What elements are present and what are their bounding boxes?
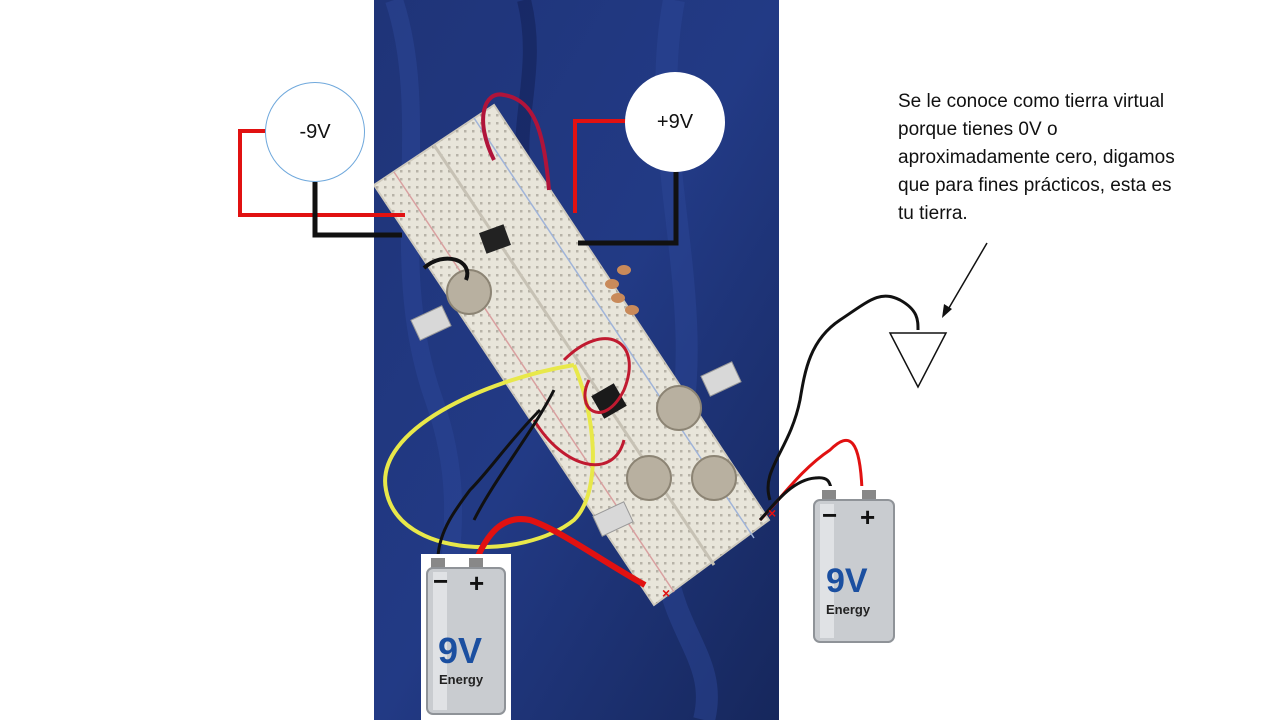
neg-supply-black-wire	[312, 182, 402, 238]
pos-supply-red-wire	[573, 119, 630, 213]
battery-plus: +	[469, 568, 485, 598]
virtual-ground-note: Se le conoce como tierra virtual porque …	[898, 91, 1175, 224]
battery-brand: Energy	[826, 602, 871, 617]
battery-brand: Energy	[439, 672, 484, 687]
battery-right: − + 9V Energy	[810, 486, 906, 646]
battery-minus: −	[433, 566, 449, 596]
battery-plus: +	[860, 502, 876, 532]
positive-supply-text: +9V	[656, 110, 694, 133]
battery-minus: −	[822, 500, 838, 530]
battery-voltage: 9V	[826, 562, 868, 600]
left-battery-red-wire	[475, 516, 647, 588]
ground-symbol-icon	[888, 332, 948, 389]
right-battery-black-wire	[758, 476, 834, 522]
junction-mark: ×	[768, 505, 776, 521]
battery-icon	[810, 486, 906, 646]
neg-supply-red-wire	[238, 129, 405, 217]
negative-supply-text: -9V	[299, 120, 331, 143]
pointer-arrow	[945, 242, 988, 314]
positive-supply-label: +9V	[625, 72, 725, 172]
left-battery-black-wire	[436, 408, 542, 557]
pos-supply-black-wire	[578, 172, 679, 246]
negative-supply-label: -9V	[265, 82, 365, 182]
junction-mark: ×	[662, 585, 670, 601]
battery-icon	[421, 554, 511, 720]
battery-left: − + 9V Energy	[421, 554, 511, 720]
ground-wire	[766, 294, 920, 501]
battery-voltage: 9V	[438, 630, 483, 671]
arrow-head-icon	[942, 304, 952, 318]
